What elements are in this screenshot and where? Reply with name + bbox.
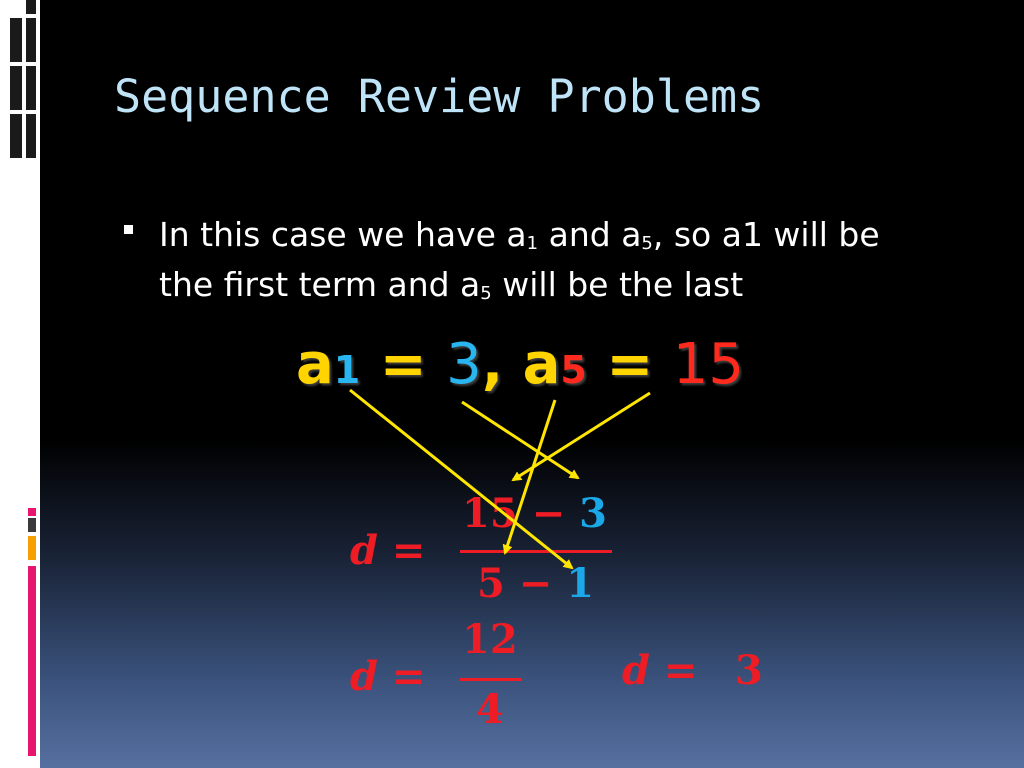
given-values-equation: a1 = 3, a5 = 15 [296, 332, 744, 397]
equals-sign: = [606, 332, 654, 397]
sidebar-accent-pink-long [28, 566, 36, 756]
result-value: 3 [735, 647, 763, 694]
result-lhs: d = [622, 647, 698, 694]
subscript: 1 [526, 233, 539, 254]
equals-sign: = [379, 332, 427, 397]
sidebar-block [10, 114, 22, 158]
bullet-text-segment: and a [538, 215, 642, 254]
numerator-fifteen: 15 [462, 490, 518, 537]
sidebar-accent-gray [28, 518, 36, 532]
arrow-a1-to-denominator [349, 388, 574, 570]
formula2-denominator: 4 [476, 686, 504, 733]
bullet-square-icon [124, 225, 133, 234]
bullet-text-segment: will be the last [491, 265, 744, 304]
subscript-one: 1 [333, 348, 361, 392]
minus-sign: − [531, 490, 566, 537]
subscript-five: 5 [560, 348, 587, 392]
formula2-numerator: 12 [462, 616, 518, 663]
sidebar-accent-pink [28, 508, 36, 516]
arrow-a5-to-denominator [502, 399, 557, 555]
sidebar-block [26, 66, 36, 110]
denominator-five: 5 [477, 560, 505, 607]
last-term-value: 15 [672, 332, 745, 397]
fraction-line [460, 550, 612, 553]
bullet-text-segment: , so a1 will be [652, 215, 880, 254]
a-letter: a [296, 332, 334, 397]
formula1-numerator: 15 − 3 [462, 490, 607, 537]
fraction-line [460, 678, 522, 681]
subscript: 5 [641, 233, 653, 254]
bullet-text: In this case we have a1 and a5, so a1 wi… [159, 210, 939, 310]
a-letter: a [522, 332, 561, 397]
sidebar-block [26, 114, 36, 158]
slide-title: Sequence Review Problems [114, 70, 765, 123]
sidebar-accent-orange [28, 536, 36, 560]
sidebar-block [10, 18, 22, 62]
formula2-lhs: d = [350, 653, 426, 700]
sidebar-block [10, 66, 22, 110]
arrow-3-to-numerator [461, 400, 580, 480]
bullet-text-segment: In this case we have a [159, 215, 527, 254]
comma: , [481, 332, 504, 397]
bullet-text-segment: the first term and a [159, 265, 481, 304]
formula1-lhs: d = [350, 527, 426, 574]
sidebar-block [26, 18, 36, 62]
formula1-denominator: 5 − 1 [477, 560, 594, 607]
sidebar-block [26, 0, 36, 14]
minus-sign: − [518, 560, 553, 607]
first-term-value: 3 [446, 332, 482, 397]
arrow-15-to-numerator [511, 391, 651, 482]
numerator-three: 3 [579, 490, 607, 537]
subscript: 5 [480, 283, 492, 304]
sidebar-decoration [0, 0, 40, 768]
